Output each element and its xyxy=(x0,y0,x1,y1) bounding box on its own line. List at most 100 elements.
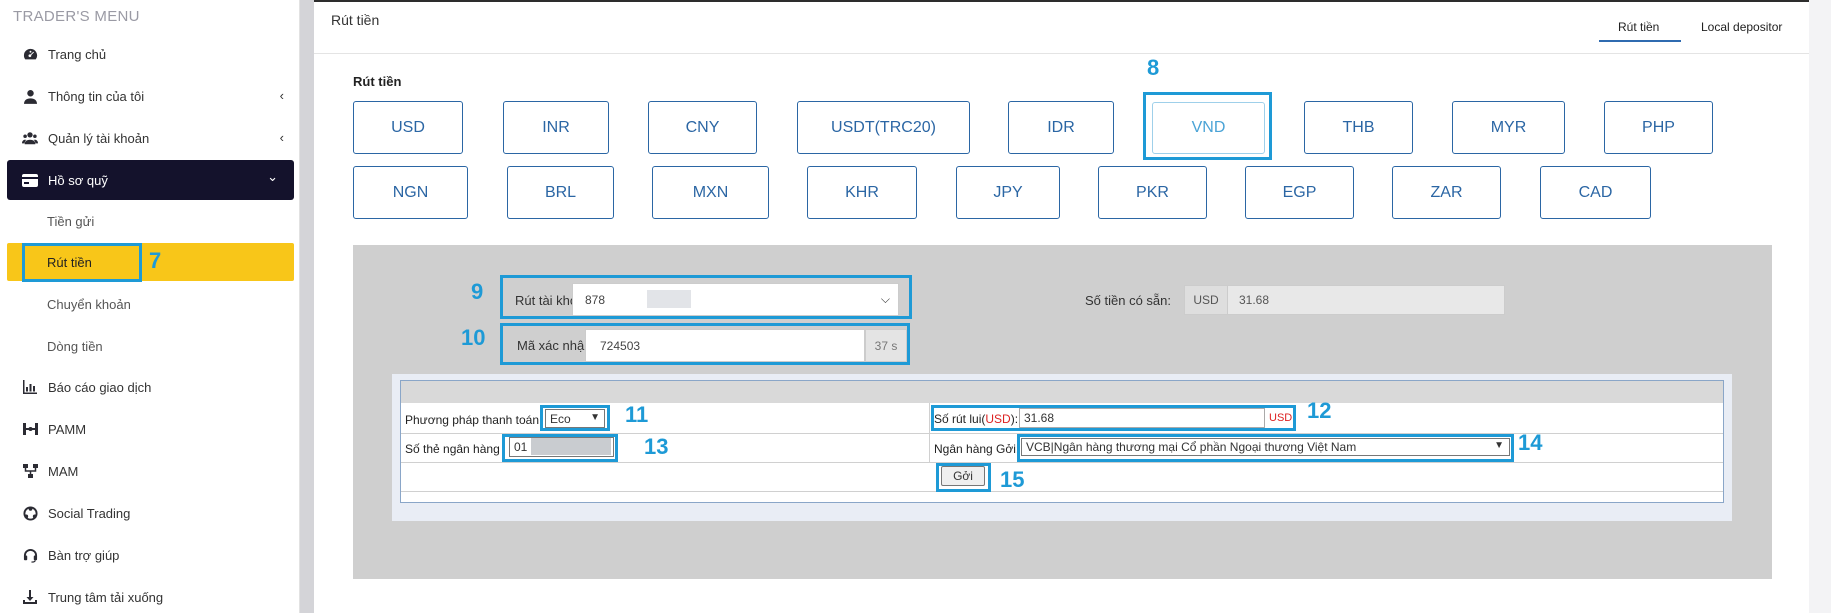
headset-icon xyxy=(22,547,38,563)
annotation-number-7: 7 xyxy=(149,248,162,273)
sidebar-item-label: Thông tin của tôi xyxy=(48,88,145,104)
currency-button-egp[interactable]: EGP xyxy=(1245,166,1354,219)
amount-input[interactable]: 31.68 xyxy=(1019,408,1265,428)
chevron-down-icon: ▼ xyxy=(590,412,600,423)
wallet-icon xyxy=(22,172,38,188)
currency-button-php[interactable]: PHP xyxy=(1604,101,1713,154)
user-icon xyxy=(22,88,38,104)
sidebar-item-label: MAM xyxy=(48,463,79,479)
sidebar-item-label: Quản lý tài khoản xyxy=(48,130,150,146)
sidebar-item-label: Báo cáo giao dịch xyxy=(48,379,152,395)
tab-withdraw[interactable]: Rút tiền xyxy=(1618,20,1660,34)
column-divider xyxy=(929,403,930,462)
annotation-box-9 xyxy=(500,275,912,319)
annotation-box-15 xyxy=(936,463,991,492)
payment-form-header xyxy=(401,381,1723,403)
sidebar-subitem-selected-bg xyxy=(7,243,294,281)
chevron-left-icon: ‹ xyxy=(279,130,284,145)
sidebar-subitem-transfer[interactable]: Chuyển khoản xyxy=(47,297,131,312)
right-edge xyxy=(1809,0,1831,613)
annotation-box-11 xyxy=(540,405,610,431)
sidebar-item-label: Trang chủ xyxy=(48,46,107,62)
currency-button-cny[interactable]: CNY xyxy=(648,101,757,154)
chart-icon xyxy=(22,379,38,395)
sidebar-item-label: Hồ sơ quỹ xyxy=(48,172,108,188)
sidebar-item-fund-profile[interactable]: Hồ sơ quỹ ⌄ xyxy=(7,160,294,200)
bank-select[interactable]: VCB|Ngân hàng thương mại Cổ phần Ngoại t… xyxy=(1021,438,1510,456)
annotation-box-14 xyxy=(1017,434,1514,462)
amount-unit: USD xyxy=(1269,412,1293,424)
currency-button-usdt-trc20[interactable]: USDT(TRC20) xyxy=(797,101,970,154)
currency-button-khr[interactable]: KHR xyxy=(807,166,917,219)
row-divider xyxy=(401,491,1723,492)
page-gutter xyxy=(300,0,314,613)
row-divider xyxy=(401,462,1723,463)
account-select[interactable]: 878 ⌵ xyxy=(572,283,899,316)
currency-button-vnd[interactable]: VND xyxy=(1152,102,1265,154)
bank-card-label: Số thẻ ngân hàng xyxy=(405,442,500,456)
annotation-number-12: 12 xyxy=(1307,398,1332,423)
download-icon xyxy=(22,589,38,605)
currency-button-cad[interactable]: CAD xyxy=(1540,166,1651,219)
currency-button-thb[interactable]: THB xyxy=(1304,101,1413,154)
sidebar-subitem-withdraw[interactable]: Rút tiền xyxy=(47,255,92,270)
sidebar-item-account-management[interactable]: Quản lý tài khoản ‹ xyxy=(0,118,300,158)
sidebar-item-label: Social Trading xyxy=(48,505,131,521)
currency-button-brl[interactable]: BRL xyxy=(507,166,614,219)
tab-active-indicator xyxy=(1599,40,1681,42)
currency-button-usd[interactable]: USD xyxy=(353,101,463,154)
currency-button-jpy[interactable]: JPY xyxy=(956,166,1060,219)
payment-method-label: Phương pháp thanh toán xyxy=(405,413,540,427)
sidebar-item-download-center[interactable]: Trung tâm tải xuống xyxy=(0,577,300,613)
annotation-number-15: 15 xyxy=(1000,467,1025,492)
top-bar: Rút tiền Rút tiền Local depositor xyxy=(314,2,1809,54)
sidebar-item-social-trading[interactable]: Social Trading xyxy=(0,493,300,533)
currency-button-mxn[interactable]: MXN xyxy=(652,166,769,219)
currency-button-pkr[interactable]: PKR xyxy=(1098,166,1207,219)
annotation-box-13 xyxy=(502,434,618,462)
annotation-number-11: 11 xyxy=(625,402,649,427)
payment-method-select[interactable]: Eco ▼ xyxy=(545,409,605,428)
bank-card-redacted xyxy=(531,438,611,455)
sidebar-item-pamm[interactable]: PAMM xyxy=(0,409,300,449)
annotation-number-14: 14 xyxy=(1518,430,1543,455)
balance-label: Số tiền có sẵn: xyxy=(1085,293,1171,308)
currency-button-zar[interactable]: ZAR xyxy=(1392,166,1501,219)
row-divider xyxy=(401,433,1723,434)
otp-input[interactable]: 724503 xyxy=(585,329,865,362)
social-icon xyxy=(22,505,38,521)
annotation-box-10 xyxy=(500,323,910,365)
annotation-number-9: 9 xyxy=(471,279,484,304)
sidebar-item-my-info[interactable]: Thông tin của tôi ‹ xyxy=(0,76,300,116)
tab-local-depositor[interactable]: Local depositor xyxy=(1701,20,1783,34)
sidebar-item-label: Bàn trợ giúp xyxy=(48,547,120,563)
sidebar-item-mam[interactable]: MAM xyxy=(0,451,300,491)
annotation-number-13: 13 xyxy=(644,434,669,459)
sidebar-subitem-deposit[interactable]: Tiền gửi xyxy=(47,214,95,229)
currency-button-myr[interactable]: MYR xyxy=(1452,101,1565,154)
sidebar-item-helpdesk[interactable]: Bàn trợ giúp xyxy=(0,535,300,575)
otp-timer: 37 s xyxy=(865,329,907,362)
sidebar-item-label: PAMM xyxy=(48,421,87,437)
sidebar-subitem-cashflow[interactable]: Dòng tiền xyxy=(47,339,103,354)
pamm-icon xyxy=(22,421,38,437)
dashboard-icon xyxy=(22,46,38,62)
sidebar-title: TRADER'S MENU xyxy=(13,8,140,25)
bank-value: VCB|Ngân hàng thương mại Cổ phần Ngoại t… xyxy=(1026,440,1357,454)
chevron-down-icon: ⌄ xyxy=(267,169,278,184)
payment-method-value: Eco xyxy=(550,411,571,426)
sidebar-item-trade-report[interactable]: Báo cáo giao dịch xyxy=(0,367,300,407)
send-button[interactable]: Gởi xyxy=(941,466,985,486)
account-redacted xyxy=(647,290,691,308)
bank-label: Ngân hàng Gởi: xyxy=(934,442,1020,456)
annotation-number-8: 8 xyxy=(1147,55,1160,80)
annotation-box-7 xyxy=(22,243,142,282)
currency-button-idr[interactable]: IDR xyxy=(1008,101,1114,154)
annotation-box-12 xyxy=(931,405,1296,431)
currency-button-ngn[interactable]: NGN xyxy=(353,166,468,219)
network-icon xyxy=(22,463,38,479)
account-value: 878 xyxy=(585,292,606,307)
section-label: Rút tiền xyxy=(353,74,402,89)
currency-button-inr[interactable]: INR xyxy=(503,101,609,154)
sidebar-item-home[interactable]: Trang chủ xyxy=(0,34,300,74)
